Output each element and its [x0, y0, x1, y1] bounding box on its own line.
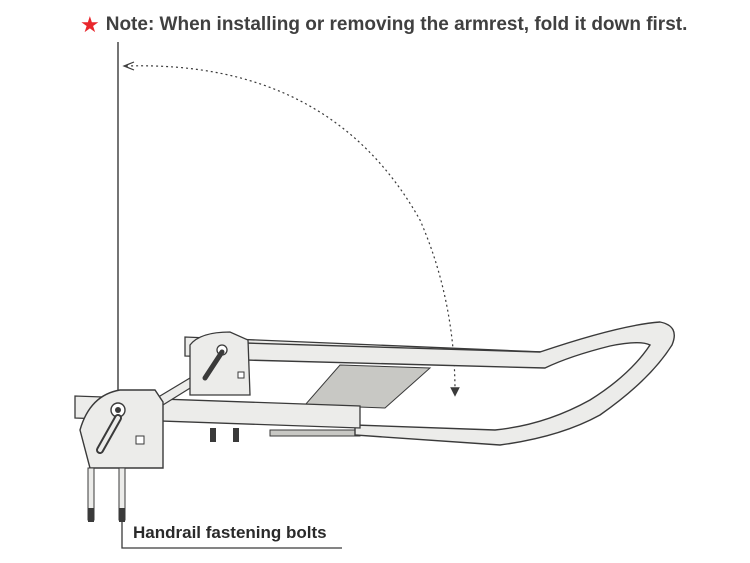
fold-arrow-start-head — [122, 61, 135, 71]
armrest-loop — [244, 321, 675, 446]
note-text: Note: When installing or removing the ar… — [105, 14, 688, 35]
lower-plate — [269, 429, 361, 437]
bolts-callout-label: Handrail fastening bolts — [133, 523, 327, 542]
rear-bolt-right — [233, 428, 239, 442]
callout-leader — [121, 522, 342, 549]
installation-note: ★ Note: When installing or removing the … — [80, 14, 687, 36]
center-plate — [303, 364, 432, 409]
front-bracket — [79, 389, 164, 522]
star-icon: ★ — [80, 12, 100, 37]
rear-bolt-left — [210, 428, 216, 442]
fold-direction-arrow — [125, 65, 460, 397]
rear-bracket — [189, 331, 251, 442]
